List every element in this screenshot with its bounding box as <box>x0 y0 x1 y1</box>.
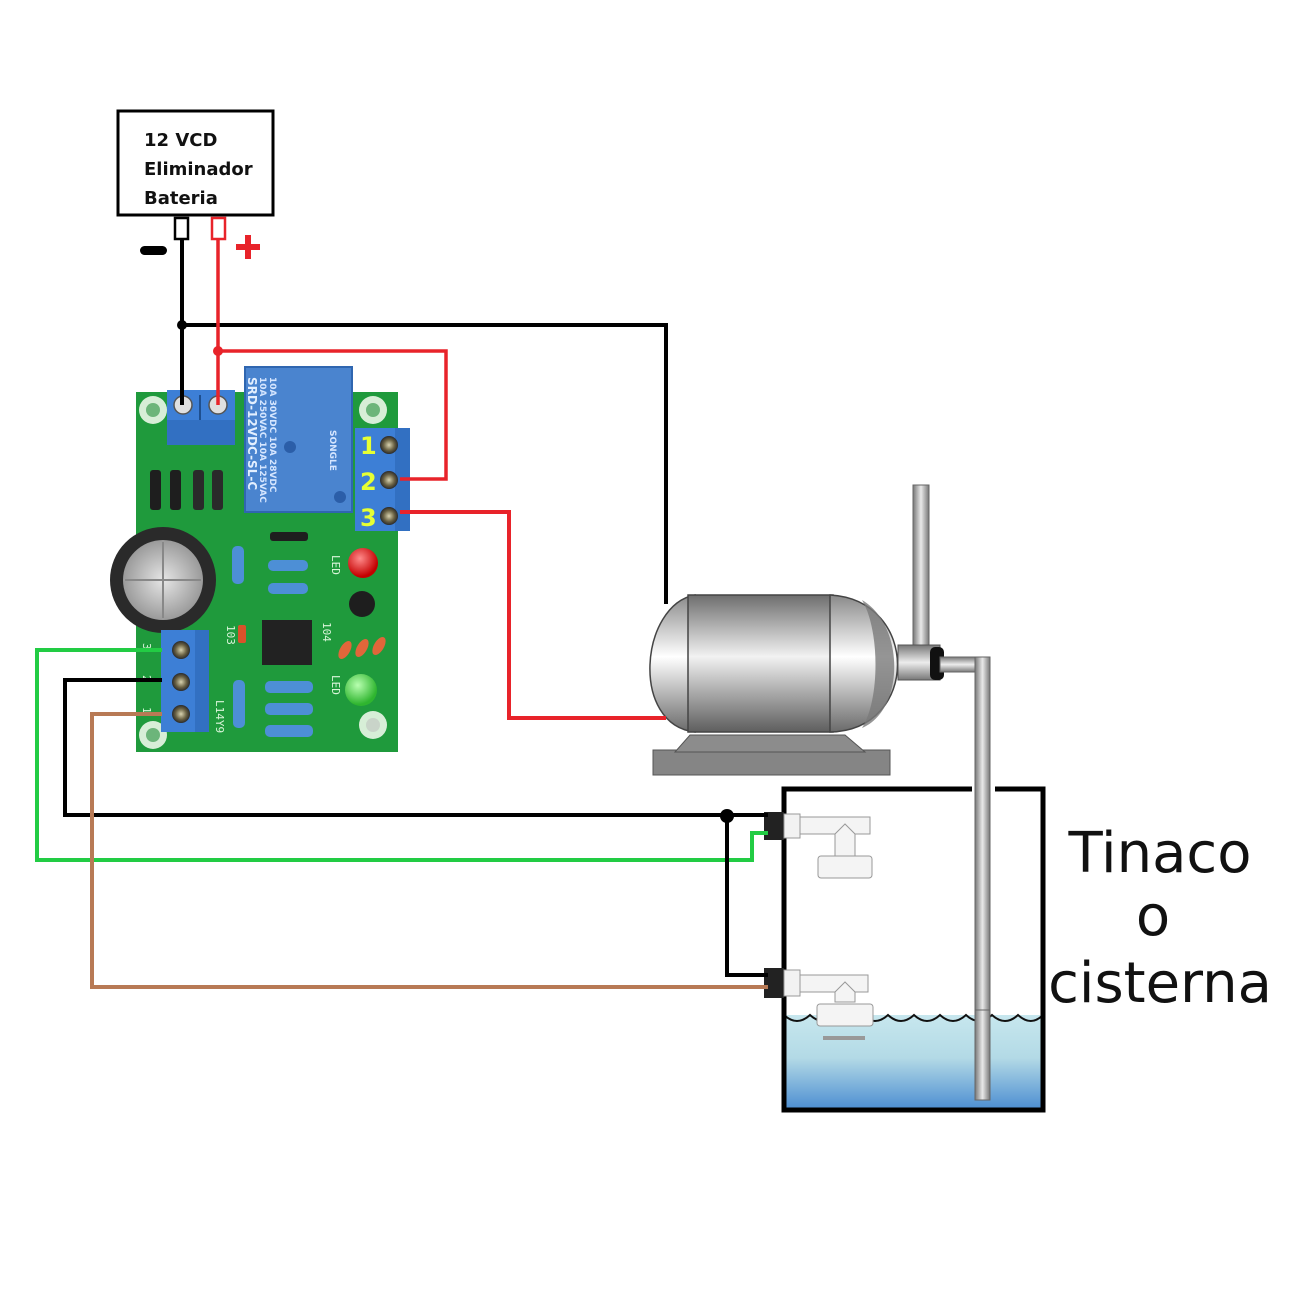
float-switch-high <box>764 812 873 879</box>
transistor <box>349 591 375 617</box>
motor-housing <box>687 594 834 733</box>
relay-brand: SONGLE <box>327 430 337 471</box>
relay: 10A 250VAC 10A 125VAC 10A 30VDC 10A 28VD… <box>244 366 353 513</box>
power-supply-line-battery: Bateria <box>144 188 218 209</box>
tank-label-line-1: Tinaco <box>1068 821 1252 886</box>
mounting-hole <box>139 396 167 424</box>
relay-rating-line-1: 10A 250VAC 10A 125VAC <box>257 377 267 503</box>
tank-label-line-2: o <box>1136 884 1170 949</box>
power-supply-box <box>116 109 275 217</box>
power-supply: 12 VCD Eliminador Bateria <box>116 109 275 259</box>
resistors <box>232 532 313 737</box>
wire-relay-3-to-motor <box>400 510 666 720</box>
mounting-hole <box>359 711 387 739</box>
green-led <box>345 674 377 706</box>
silk-res-code: 103 <box>224 625 237 645</box>
relay-hole <box>284 441 296 453</box>
silk-led-top: LED <box>329 555 342 575</box>
tank-label-line-3: cisterna <box>1048 951 1272 1016</box>
wire-sensor-common-to-low <box>725 815 768 977</box>
wiring <box>35 239 768 989</box>
motor-right-cap-shade <box>862 600 895 728</box>
power-supply-line-type: Eliminador <box>144 159 253 180</box>
sensor-terminal-screw-2 <box>172 673 190 691</box>
junction-negative <box>177 320 187 330</box>
power-input-terminal-block <box>167 390 235 445</box>
wire-sensor-high <box>35 648 768 862</box>
water-fill <box>784 1015 1043 1110</box>
relay-terminal-screw-2 <box>380 471 398 489</box>
wire-sensor-common <box>63 678 768 817</box>
silk-cap-code: 104 <box>320 622 333 642</box>
water-tank: Tinaco o cisterna <box>764 786 1272 1113</box>
mounting-hole <box>359 396 387 424</box>
sensor-terminal-screw-1 <box>172 705 190 723</box>
sensor-terminal-block: 3 2 1 <box>140 630 209 732</box>
relay-terminal-screw-1 <box>380 436 398 454</box>
wire-negative-to-motor <box>182 323 668 604</box>
tank-walls <box>781 786 1046 1113</box>
ic-chip <box>262 620 312 665</box>
positive-symbol-icon <box>236 235 260 259</box>
motor-base <box>652 749 891 776</box>
pump-inlet-pipe <box>912 484 930 646</box>
water-pump-motor <box>649 484 991 1101</box>
relay-hole <box>334 491 346 503</box>
ceramic-capacitors <box>238 625 386 660</box>
silk-board-code: L14Y9 <box>213 700 226 733</box>
wire-sensor-low <box>90 712 768 989</box>
red-led <box>348 548 378 578</box>
negative-terminal <box>173 216 190 241</box>
junction-sensor-common <box>720 809 734 823</box>
float-switch-low <box>764 968 874 1040</box>
relay-terminal-label-2: 2 <box>360 468 377 496</box>
positive-terminal <box>210 216 227 241</box>
relay-terminal-label-3: 3 <box>360 504 377 532</box>
relay-terminal-screw-3 <box>380 507 398 525</box>
power-supply-line-voltage: 12 VCD <box>144 130 217 151</box>
sensor-terminal-screw-3 <box>172 641 190 659</box>
diodes <box>150 470 223 510</box>
motor-left-cap <box>649 594 696 733</box>
sensor-terminal-label-3: 3 <box>140 643 153 650</box>
junction-positive <box>213 346 223 356</box>
negative-symbol-icon <box>140 246 167 255</box>
electrolytic-capacitor <box>110 527 216 633</box>
relay-model: SRD-12VDC-SL-C <box>245 377 259 490</box>
silk-led-bottom: LED <box>329 675 342 695</box>
pump-outlet-pipe-submerged <box>974 1009 991 1101</box>
relay-terminal-label-1: 1 <box>360 432 377 460</box>
relay-rating-line-2: 10A 30VDC 10A 28VDC <box>267 377 277 493</box>
wire-positive-to-relay-2 <box>218 349 448 481</box>
motor-foot <box>673 734 867 753</box>
relay-module: 10A 250VAC 10A 125VAC 10A 30VDC 10A 28VD… <box>110 366 410 752</box>
mounting-hole <box>139 721 167 749</box>
sensor-terminal-label-1: 1 <box>140 707 153 714</box>
